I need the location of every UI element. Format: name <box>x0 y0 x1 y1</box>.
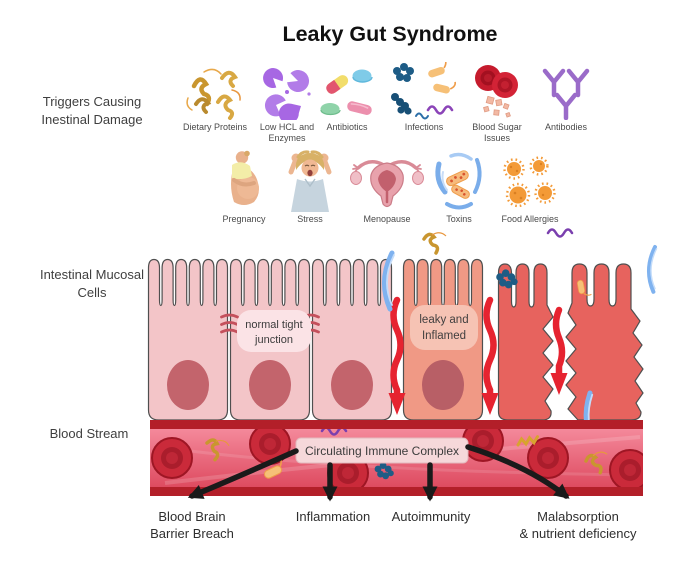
leaky-inflamed-pill <box>410 305 478 350</box>
red-leak-arrow <box>483 296 497 399</box>
allergen-pollen-icon <box>503 156 556 208</box>
bacteria-icon <box>391 62 457 120</box>
blood-cells-sugar-icon <box>475 65 518 118</box>
outcome-line: Malabsorption <box>537 509 619 524</box>
fluid-splash <box>649 247 657 292</box>
trigger-label: Toxins <box>446 214 472 224</box>
trigger-label: Stress <box>297 214 323 224</box>
pregnant-woman-icon <box>231 150 259 205</box>
leaky-label-line1: leaky and <box>419 314 468 326</box>
bloodstream-section-label: Blood Stream <box>49 426 129 441</box>
trigger-label: Low HCL and Enzymes <box>259 122 315 143</box>
normal-junction-label-line1: normal tight <box>245 319 302 331</box>
nucleus <box>331 360 373 410</box>
red-leak-arrow <box>552 306 566 379</box>
outcome-line: Blood Brain <box>158 509 226 524</box>
mucosal-cells-section-label: Intestinal Mucosal Cells <box>39 267 145 300</box>
normal-junction-label-line2: junction <box>254 334 293 346</box>
normal-junction-pill <box>237 310 311 352</box>
protein-ribbons-icon <box>186 68 241 120</box>
vessel-wall-top <box>150 420 643 429</box>
trigger-label: Blood Sugar Issues <box>472 122 522 143</box>
damaged-cell <box>497 263 554 421</box>
uterus-icon <box>350 160 424 208</box>
immune-complex-label: Circulating Immune Complex <box>305 444 459 458</box>
pills-icon <box>320 69 373 116</box>
outcome-line: Autoimmunity <box>391 509 471 524</box>
trigger-label: Food Allergies <box>501 214 559 224</box>
flagellate-particle <box>546 228 574 238</box>
trigger-toxins: Toxins <box>419 150 499 225</box>
gut-wall-bloodstream-diagram: normal tight junction leaky and Inflamed <box>147 228 700 502</box>
damaged-cell <box>565 263 644 421</box>
toxin-splash-icon <box>435 152 482 210</box>
outcome-blood-brain-barrier: Blood Brain Barrier Breach <box>132 509 252 543</box>
trigger-label: Infections <box>404 122 444 132</box>
nucleus <box>249 360 291 410</box>
trigger-label: Pregnancy <box>222 214 266 224</box>
vessel-wall-bottom <box>150 487 643 496</box>
trigger-infections: Infections <box>384 62 464 133</box>
outcome-arrow-blood-brain <box>187 448 299 499</box>
protein-particle <box>422 230 448 255</box>
trigger-label: Antibiotics <box>326 122 368 132</box>
leak-arrows <box>388 296 568 415</box>
outcome-autoimmunity: Autoimmunity <box>381 509 481 526</box>
trigger-dietary-proteins: Dietary Proteins <box>175 62 255 133</box>
outcome-line: Barrier Breach <box>150 525 234 541</box>
trigger-label: Menopause <box>363 214 411 224</box>
trigger-antibodies: Antibodies <box>526 62 606 133</box>
red-leak-arrow <box>390 296 404 399</box>
trigger-menopause: Menopause <box>345 150 429 225</box>
outcome-inflammation: Inflammation <box>283 509 383 526</box>
page-title: Leaky Gut Syndrome <box>282 22 498 46</box>
cell-nuclei <box>167 360 464 410</box>
outcome-arrow-malabsorption <box>465 444 570 499</box>
nucleus <box>167 360 209 410</box>
trigger-low-hcl-enzymes: Low HCL and Enzymes <box>247 62 327 144</box>
damaged-cells <box>497 263 644 421</box>
outcome-arrows <box>187 444 570 502</box>
trigger-pregnancy: Pregnancy <box>204 150 284 225</box>
outcome-line: & nutrient deficiency <box>519 525 637 541</box>
trigger-label: Dietary Proteins <box>182 122 248 132</box>
trigger-food-allergies: Food Allergies <box>490 150 570 225</box>
outcome-line: Inflammation <box>295 509 371 524</box>
enzymes-icon <box>263 68 311 120</box>
stressed-person-icon <box>288 150 332 212</box>
nucleus <box>422 360 464 410</box>
trigger-label: Antibodies <box>544 122 588 132</box>
outcome-malabsorption: Malabsorption & nutrient deficiency <box>503 509 653 543</box>
trigger-antibiotics: Antibiotics <box>307 62 387 133</box>
leaky-label-line2: Inflamed <box>422 330 466 342</box>
trigger-blood-sugar: Blood Sugar Issues <box>457 62 537 144</box>
triggers-section-label: Triggers Causing Inestinal Damage <box>41 94 143 127</box>
antibody-icon <box>542 68 590 120</box>
trigger-stress: Stress <box>270 150 350 225</box>
